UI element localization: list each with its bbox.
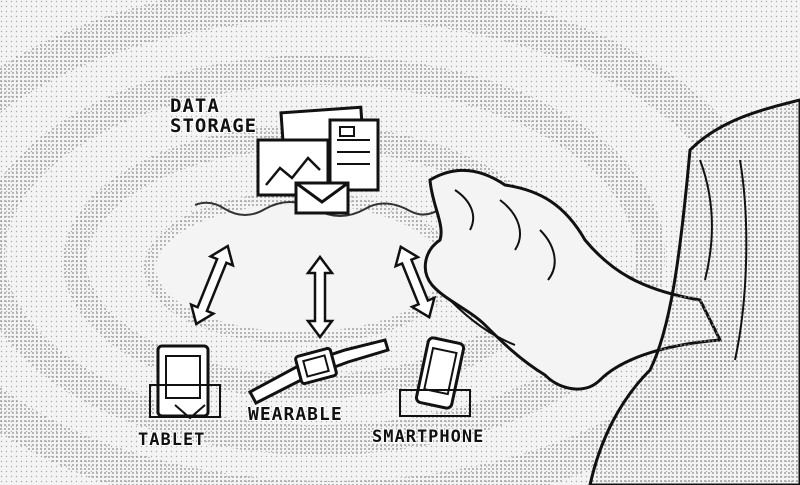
double-arrow-icon-center bbox=[305, 254, 335, 340]
label-smartphone: SMARTPHONE bbox=[372, 427, 485, 447]
double-arrow-icon-left bbox=[189, 244, 235, 326]
wearable-band-icon bbox=[247, 338, 390, 405]
tablet-icon bbox=[149, 344, 221, 420]
double-arrow-icon-right bbox=[393, 244, 437, 320]
label-data-storage-line2: STORAGE bbox=[170, 114, 258, 137]
data-storage-icon bbox=[256, 105, 380, 197]
label-tablet: TABLET bbox=[138, 430, 206, 450]
sleeve-icon bbox=[588, 98, 800, 485]
envelope-icon bbox=[294, 181, 350, 215]
label-wearable: WEARABLE bbox=[248, 404, 343, 425]
label-data-storage: DATA STORAGE bbox=[170, 95, 290, 137]
hand-icon bbox=[423, 168, 723, 391]
smartphone-icon bbox=[399, 336, 471, 417]
label-data-storage-line1: DATA bbox=[170, 95, 220, 117]
